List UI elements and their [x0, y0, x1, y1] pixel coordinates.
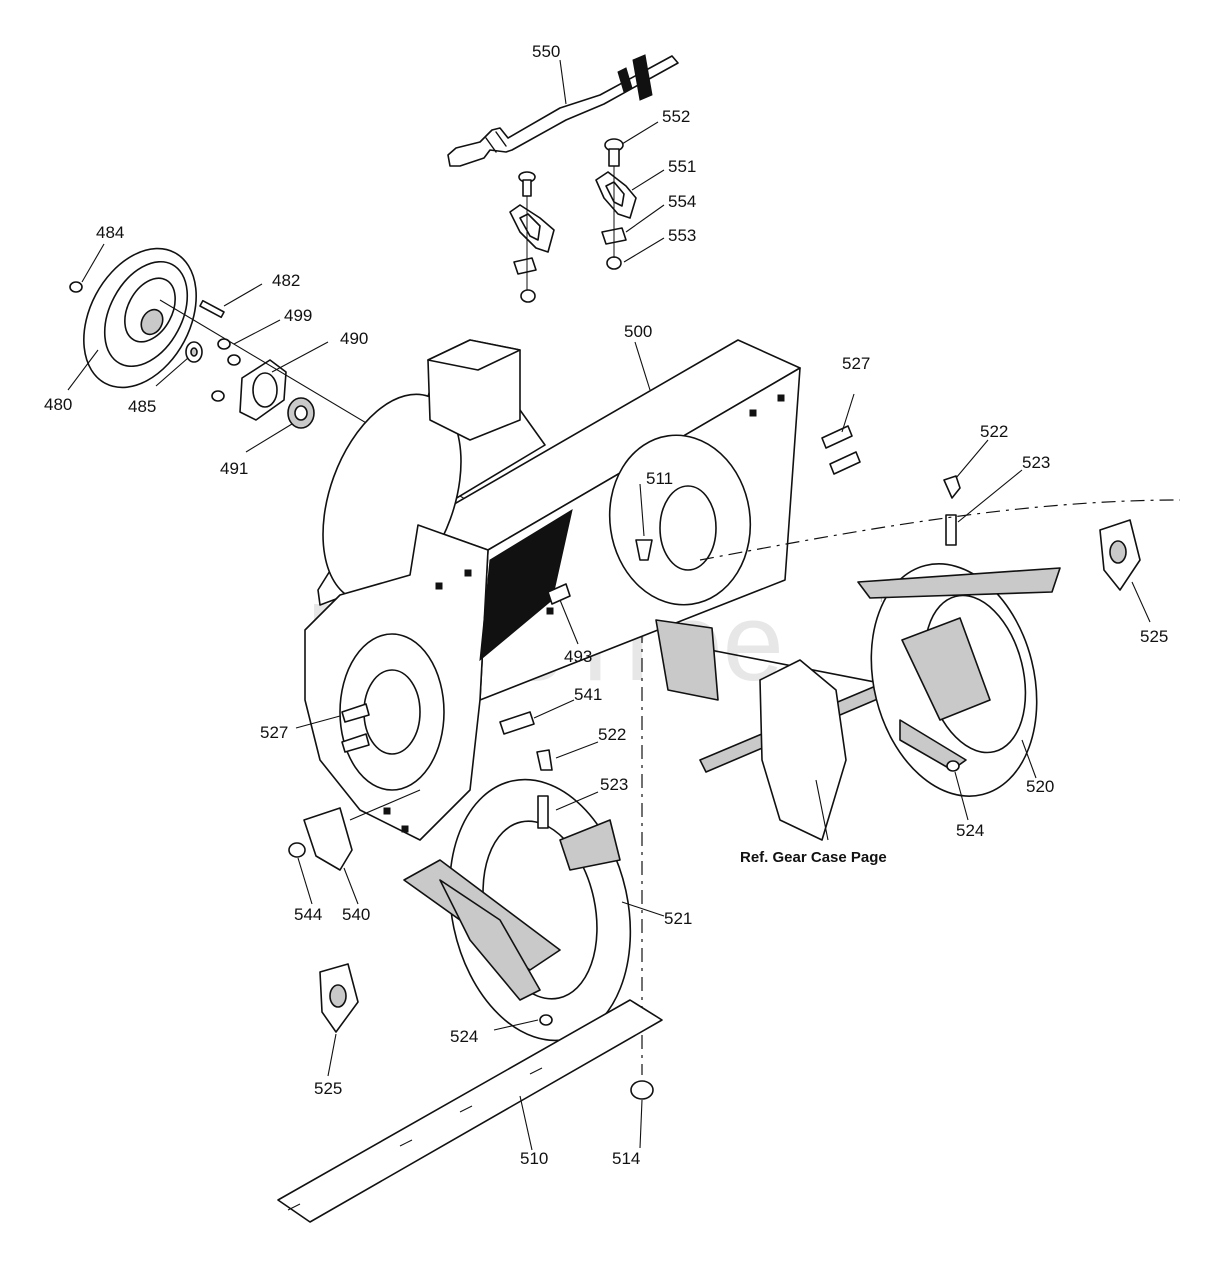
bearing-flange-assembly	[211, 338, 315, 429]
skid	[303, 807, 353, 871]
callout-525-left: 525	[314, 1079, 342, 1098]
callout-554: 554	[668, 192, 696, 211]
housing-bolts-left	[341, 703, 370, 753]
callout-490: 490	[340, 329, 368, 348]
callout-527-left: 527	[260, 723, 288, 742]
callout-522-right: 522	[980, 422, 1008, 441]
callout-labels: 550 552 551 554 553 484 482 499 490 480 …	[44, 42, 1168, 1168]
spacer-right	[945, 514, 957, 546]
auger-housing	[304, 339, 801, 841]
shave-plate-slots	[287, 1067, 543, 1211]
shear-pin-right	[943, 475, 961, 499]
housing-bolts-right	[821, 425, 861, 475]
callout-522-left: 522	[598, 725, 626, 744]
callout-511: 511	[646, 469, 673, 488]
key	[199, 299, 225, 319]
spacer-left	[537, 795, 549, 829]
callout-524-left: 524	[450, 1027, 478, 1046]
callout-544: 544	[294, 905, 322, 924]
nut-514	[630, 1080, 654, 1100]
callout-485: 485	[128, 397, 156, 416]
callout-552: 552	[662, 107, 690, 126]
bolt-493	[547, 583, 571, 605]
callout-510: 510	[520, 1149, 548, 1168]
leader-lines	[67, 59, 1151, 1151]
callout-551: 551	[668, 157, 696, 176]
cotter-left	[539, 1014, 553, 1026]
nut-544	[288, 842, 306, 858]
auger-left	[403, 778, 632, 1042]
auger-axis-right	[699, 499, 1181, 561]
chute-bracket-left	[509, 171, 555, 303]
callout-523-left: 523	[600, 775, 628, 794]
callout-523-right: 523	[1022, 453, 1050, 472]
callout-480: 480	[44, 395, 72, 414]
auger-right	[857, 563, 1061, 797]
callout-491: 491	[220, 459, 248, 478]
chute-crank-rod	[447, 54, 679, 167]
chute-bracket-right	[595, 138, 637, 270]
callout-541: 541	[574, 685, 602, 704]
bearing-flange-left	[319, 963, 359, 1033]
callout-540: 540	[342, 905, 370, 924]
callout-514: 514	[612, 1149, 640, 1168]
spacer-hole	[190, 347, 198, 357]
callout-499: 499	[284, 306, 312, 325]
bolt-541	[499, 711, 535, 735]
callout-521: 521	[664, 909, 692, 928]
set-screw	[69, 281, 83, 293]
callout-550: 550	[532, 42, 560, 61]
shave-plate	[277, 999, 663, 1223]
reference-note: Ref. Gear Case Page	[740, 849, 887, 866]
shear-pin-left	[536, 749, 553, 771]
callout-484: 484	[96, 223, 124, 242]
callout-500: 500	[624, 322, 652, 341]
callout-553: 553	[668, 226, 696, 245]
callout-527-right: 527	[842, 354, 870, 373]
cotter-right	[946, 760, 960, 772]
callout-524-right: 524	[956, 821, 984, 840]
bearing-flange-right	[1099, 519, 1141, 591]
callout-525-right: 525	[1140, 627, 1168, 646]
bolt-511	[635, 539, 653, 561]
gear-case	[655, 619, 895, 841]
callout-493: 493	[564, 647, 592, 666]
callout-482: 482	[272, 271, 300, 290]
pulley	[83, 247, 197, 389]
callout-520: 520	[1026, 777, 1054, 796]
